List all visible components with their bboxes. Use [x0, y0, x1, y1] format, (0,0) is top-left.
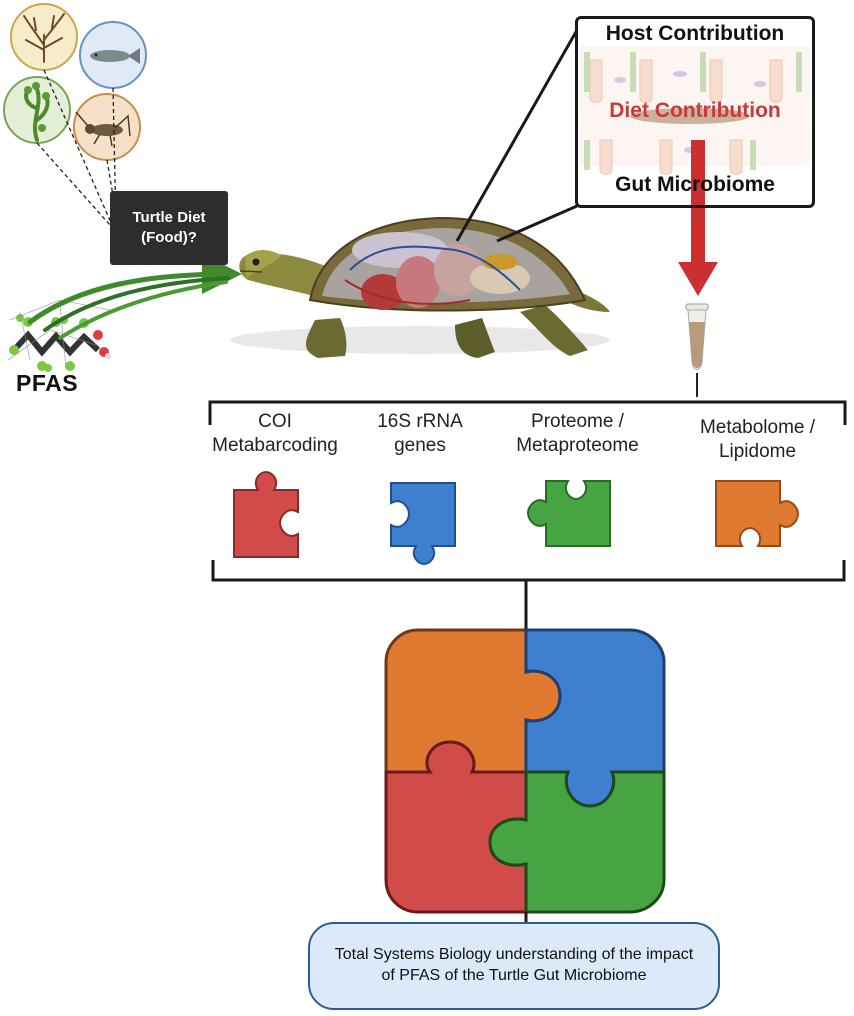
- combined-puzzle: [384, 628, 666, 925]
- plant-icon: [10, 3, 78, 71]
- diet-contribution-label: Diet Contribution: [609, 99, 781, 122]
- callout-box: [575, 16, 815, 208]
- omics-label-16s: 16S rRNA genes: [377, 411, 463, 456]
- turtle-illustration: [230, 216, 610, 358]
- gut-tissue-illustration: [580, 46, 810, 175]
- summary-text: Total Systems Biology understanding of t…: [334, 946, 694, 984]
- sampling-arrow: [678, 140, 718, 296]
- omics-label-proteome: Proteome / Metaproteome: [516, 411, 639, 456]
- omics-label-coi: COI Metabarcoding: [212, 411, 338, 456]
- puzzle-piece-coi: [233, 470, 299, 558]
- diet-question-box: Turtle Diet (Food)?: [110, 191, 228, 265]
- sample-tube-icon: [685, 303, 709, 397]
- puzzle-piece-16s: [390, 482, 456, 566]
- omics-bracket-bottom: [211, 560, 846, 630]
- puzzle-piece-proteome: [526, 480, 611, 547]
- omics-label-metabolome: Metabolome / Lipidome: [699, 417, 816, 462]
- pfas-exposure-arrows: [27, 254, 242, 340]
- fish-icon: [79, 21, 147, 89]
- puzzle-piece-metabolome: [715, 480, 800, 547]
- omics-bracket-top: [208, 400, 847, 425]
- algae-icon: [3, 76, 71, 144]
- summary-box: Total Systems Biology understanding of t…: [308, 922, 720, 1010]
- gut-microbiome-label: Gut Microbiome: [615, 173, 775, 196]
- pfas-label: PFAS: [16, 370, 79, 396]
- diet-question-text: Turtle Diet (Food)?: [132, 208, 206, 246]
- callout-connectors: [455, 29, 579, 243]
- host-contribution-label: Host Contribution: [605, 22, 785, 45]
- cricket-icon: [73, 93, 141, 161]
